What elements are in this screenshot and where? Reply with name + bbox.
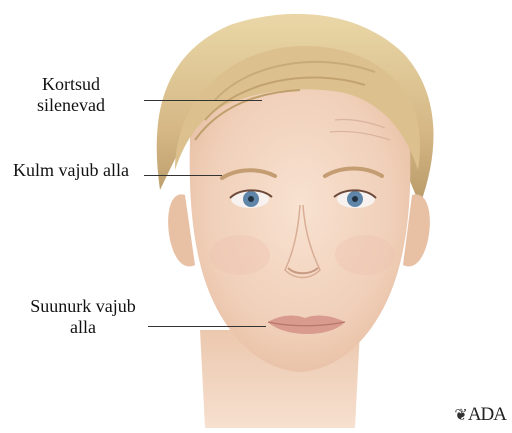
ada-logo: ❦ADA <box>454 404 506 426</box>
label-brow: Kulm vajub alla <box>6 160 136 181</box>
leaf-icon: ❦ <box>454 407 466 424</box>
leader-line-mouth <box>148 326 266 327</box>
leader-line-brow <box>144 175 222 176</box>
leader-line-wrinkles <box>144 100 262 101</box>
label-wrinkles: Kortsud silenevad <box>12 74 130 116</box>
left-ear <box>168 194 195 266</box>
logo-text: ADA <box>468 404 506 425</box>
label-mouth-corner: Suunurk vajub alla <box>28 296 138 338</box>
